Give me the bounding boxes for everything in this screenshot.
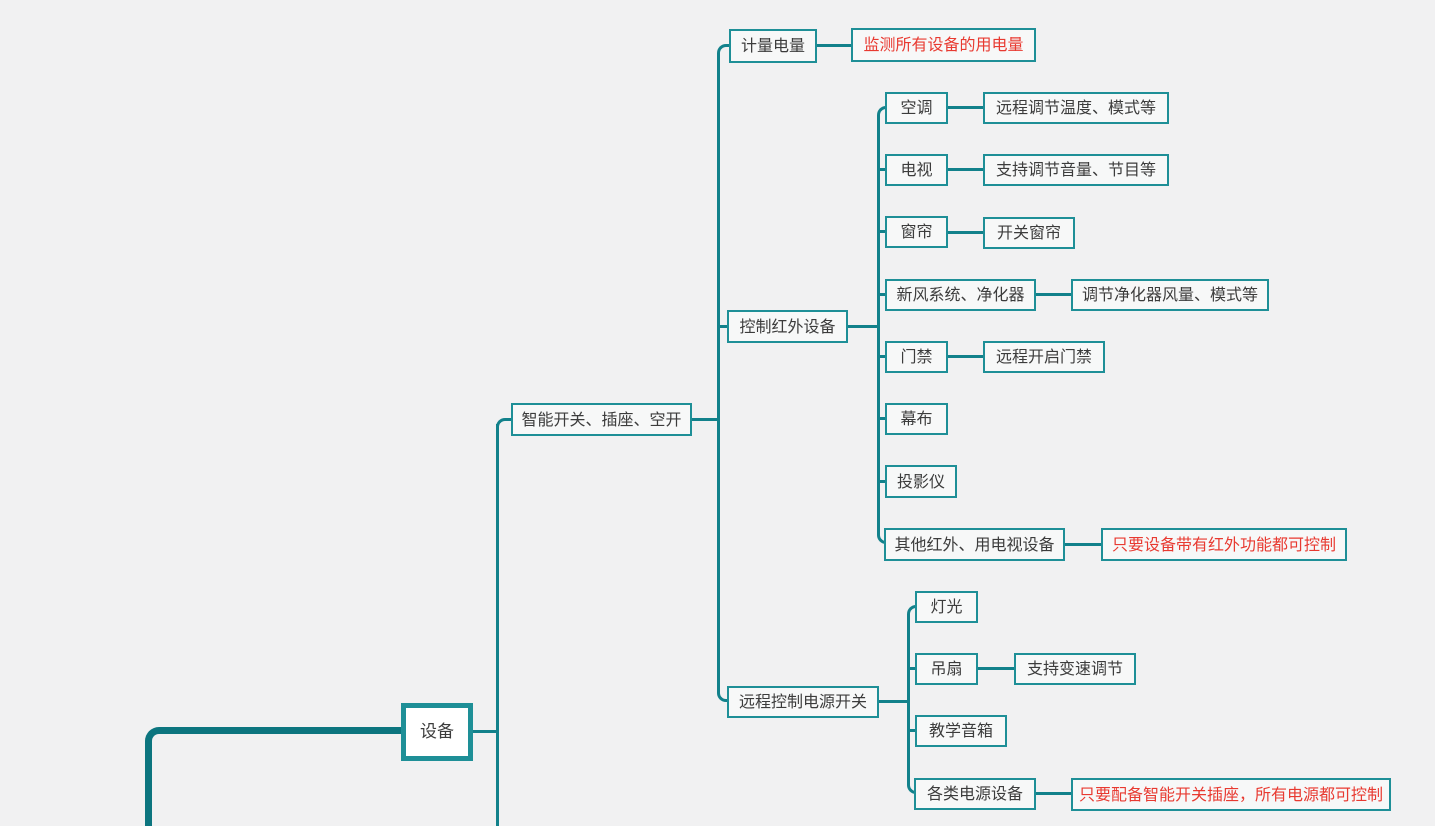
node-label: 幕布 bbox=[900, 409, 933, 428]
connector-desc bbox=[1036, 293, 1071, 296]
node-door-access-desc[interactable]: 远程开启门禁 bbox=[983, 341, 1105, 373]
node-other-ir-note[interactable]: 只要设备带有红外功能都可控制 bbox=[1101, 528, 1347, 561]
connector-root-parent bbox=[145, 727, 403, 826]
node-fresh-air-desc[interactable]: 调节净化器风量、模式等 bbox=[1071, 279, 1269, 311]
connector-power-bottom bbox=[907, 778, 916, 794]
connector-desc bbox=[978, 667, 1014, 670]
connector-desc bbox=[948, 106, 983, 109]
node-label: 计量电量 bbox=[740, 36, 805, 55]
node-label: 各类电源设备 bbox=[926, 784, 1023, 803]
node-door-access[interactable]: 门禁 bbox=[885, 341, 948, 373]
node-root-label: 设备 bbox=[420, 721, 454, 742]
node-power-control[interactable]: 远程控制电源开关 bbox=[727, 686, 879, 718]
connector-ir-child bbox=[877, 417, 886, 420]
node-screen[interactable]: 幕布 bbox=[885, 403, 948, 435]
connector-desc bbox=[817, 44, 851, 47]
node-label: 门禁 bbox=[900, 347, 933, 366]
node-ac-desc[interactable]: 远程调节温度、模式等 bbox=[983, 92, 1169, 124]
connector-spine1 bbox=[496, 424, 499, 826]
node-label: 投影仪 bbox=[896, 471, 945, 491]
node-label: 支持变速调节 bbox=[1026, 659, 1123, 678]
connector-power-stub bbox=[879, 700, 907, 703]
node-label: 只要设备带有红外功能都可控制 bbox=[1111, 534, 1336, 554]
connector-ir-child bbox=[877, 230, 886, 233]
connector-ir-bottom bbox=[877, 528, 886, 544]
node-speaker[interactable]: 教学音箱 bbox=[915, 715, 1007, 747]
node-label: 支持调节音量、节目等 bbox=[995, 160, 1156, 179]
node-label: 调节净化器风量、模式等 bbox=[1081, 285, 1258, 304]
node-label: 新风系统、净化器 bbox=[896, 285, 1025, 304]
node-label: 窗帘 bbox=[900, 222, 933, 241]
connector-ir-child bbox=[877, 480, 886, 483]
node-label: 吊扇 bbox=[930, 659, 963, 678]
connector-ir-child bbox=[877, 168, 886, 171]
node-curtain-desc[interactable]: 开关窗帘 bbox=[983, 217, 1075, 249]
node-power-devices-note[interactable]: 只要配备智能开关插座，所有电源都可控制 bbox=[1071, 778, 1391, 811]
node-label: 灯光 bbox=[930, 597, 963, 616]
node-fresh-air[interactable]: 新风系统、净化器 bbox=[885, 279, 1036, 311]
connector-ir-child bbox=[877, 355, 886, 358]
node-projector[interactable]: 投影仪 bbox=[885, 465, 957, 498]
connector-desc bbox=[1065, 543, 1101, 546]
node-metering-note[interactable]: 监测所有设备的用电量 bbox=[851, 28, 1036, 62]
connector-level1-right bbox=[692, 418, 718, 421]
node-ac[interactable]: 空调 bbox=[885, 92, 948, 124]
node-ceiling-fan[interactable]: 吊扇 bbox=[915, 653, 978, 685]
node-smart-switch[interactable]: 智能开关、插座、空开 bbox=[511, 403, 692, 436]
node-label: 远程控制电源开关 bbox=[738, 692, 867, 711]
connector-root-right bbox=[473, 730, 498, 733]
connector-spine2-bottom bbox=[717, 686, 728, 702]
node-metering[interactable]: 计量电量 bbox=[729, 29, 817, 63]
node-label: 空调 bbox=[900, 98, 933, 117]
node-label: 控制红外设备 bbox=[739, 316, 836, 336]
connector-desc bbox=[948, 168, 983, 171]
connector-power-child bbox=[907, 729, 916, 732]
connector-ir-stub bbox=[848, 325, 877, 328]
connector-spine2-top bbox=[717, 44, 730, 60]
node-power-devices[interactable]: 各类电源设备 bbox=[914, 778, 1036, 810]
node-other-ir[interactable]: 其他红外、用电视设备 bbox=[884, 528, 1065, 561]
node-label: 远程调节温度、模式等 bbox=[995, 98, 1156, 117]
connector-spine2 bbox=[717, 58, 720, 690]
node-tv-desc[interactable]: 支持调节音量、节目等 bbox=[983, 154, 1169, 186]
connector-ir-child bbox=[877, 293, 886, 296]
node-label: 教学音箱 bbox=[928, 721, 993, 740]
node-ir-control[interactable]: 控制红外设备 bbox=[727, 310, 848, 343]
node-label: 远程开启门禁 bbox=[995, 347, 1092, 366]
connector-ir-top bbox=[877, 106, 886, 122]
node-lighting[interactable]: 灯光 bbox=[915, 591, 978, 623]
connector-desc bbox=[948, 231, 983, 234]
node-label: 只要配备智能开关插座，所有电源都可控制 bbox=[1078, 784, 1383, 804]
node-label: 开关窗帘 bbox=[996, 223, 1061, 242]
node-ceiling-fan-desc[interactable]: 支持变速调节 bbox=[1014, 653, 1136, 685]
connector-desc bbox=[948, 355, 983, 358]
connector-desc bbox=[1036, 792, 1071, 795]
node-label: 电视 bbox=[900, 160, 933, 179]
node-tv[interactable]: 电视 bbox=[885, 154, 948, 186]
node-label: 智能开关、插座、空开 bbox=[521, 409, 682, 429]
node-label: 监测所有设备的用电量 bbox=[863, 35, 1024, 54]
connector-spine2-ir bbox=[717, 325, 728, 328]
connector-ir-spine bbox=[877, 120, 880, 532]
node-label: 其他红外、用电视设备 bbox=[894, 534, 1055, 554]
connector-power-child bbox=[907, 667, 916, 670]
connector-power-top bbox=[907, 605, 916, 621]
node-curtain[interactable]: 窗帘 bbox=[885, 216, 948, 248]
node-root[interactable]: 设备 bbox=[401, 703, 473, 761]
connector-power-spine bbox=[907, 619, 910, 782]
